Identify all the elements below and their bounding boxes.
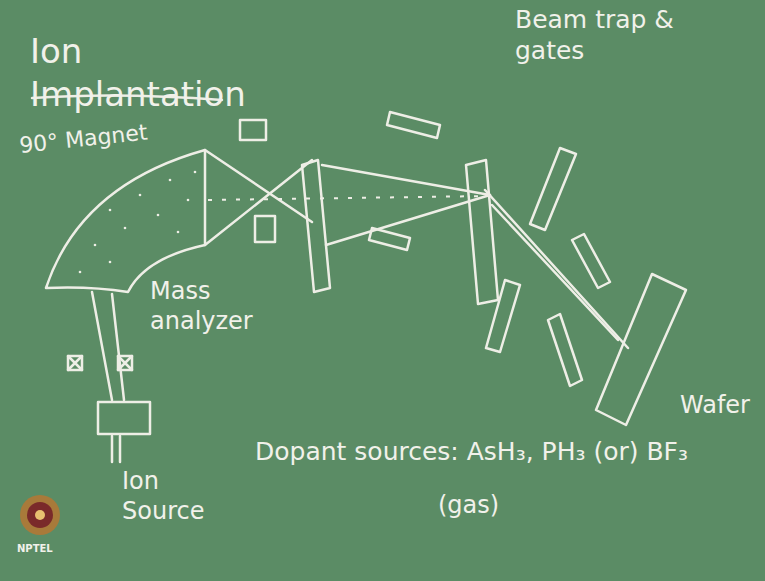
wafer-label: Wafer [680, 390, 760, 420]
extraction-line [112, 294, 124, 400]
beam-line [205, 160, 312, 245]
coil-symbol [68, 356, 82, 370]
logo-text: NPTEL [17, 543, 67, 556]
analyzer-label: Mass analyzer [150, 276, 270, 336]
source-leads [112, 436, 120, 462]
lens-plate [255, 216, 275, 242]
logo [20, 495, 60, 535]
trap-plate [486, 280, 520, 352]
deflector-plate [387, 112, 440, 138]
deflector-plate [369, 228, 410, 250]
aperture-plate [302, 160, 330, 292]
coil-symbol [118, 356, 132, 370]
wafer-outline [596, 274, 686, 425]
trap-plate [548, 314, 582, 386]
beam-axis [208, 196, 488, 200]
beam-line [322, 165, 490, 195]
trap-plate [530, 148, 576, 230]
extraction-line [92, 292, 112, 400]
lens-plate [240, 120, 266, 140]
coil-symbol [118, 356, 132, 370]
beam-trap-label: Beam trap & gates [515, 4, 690, 67]
magnet-field-dots [79, 171, 197, 274]
coil-symbol [68, 356, 82, 370]
title: Ion Implantation [30, 30, 270, 115]
dopant-label: Dopant sources: AsH₃, PH₃ (or) BF₃ [255, 436, 725, 467]
trap-plate [572, 234, 610, 288]
source-label: Ion Source [122, 466, 222, 526]
beam-line [485, 190, 628, 348]
aperture-plate [466, 160, 498, 304]
beam-line [205, 150, 312, 222]
magnet-outline [46, 150, 205, 292]
gas-label: (gas) [438, 490, 528, 520]
ion-source-box [98, 402, 150, 434]
